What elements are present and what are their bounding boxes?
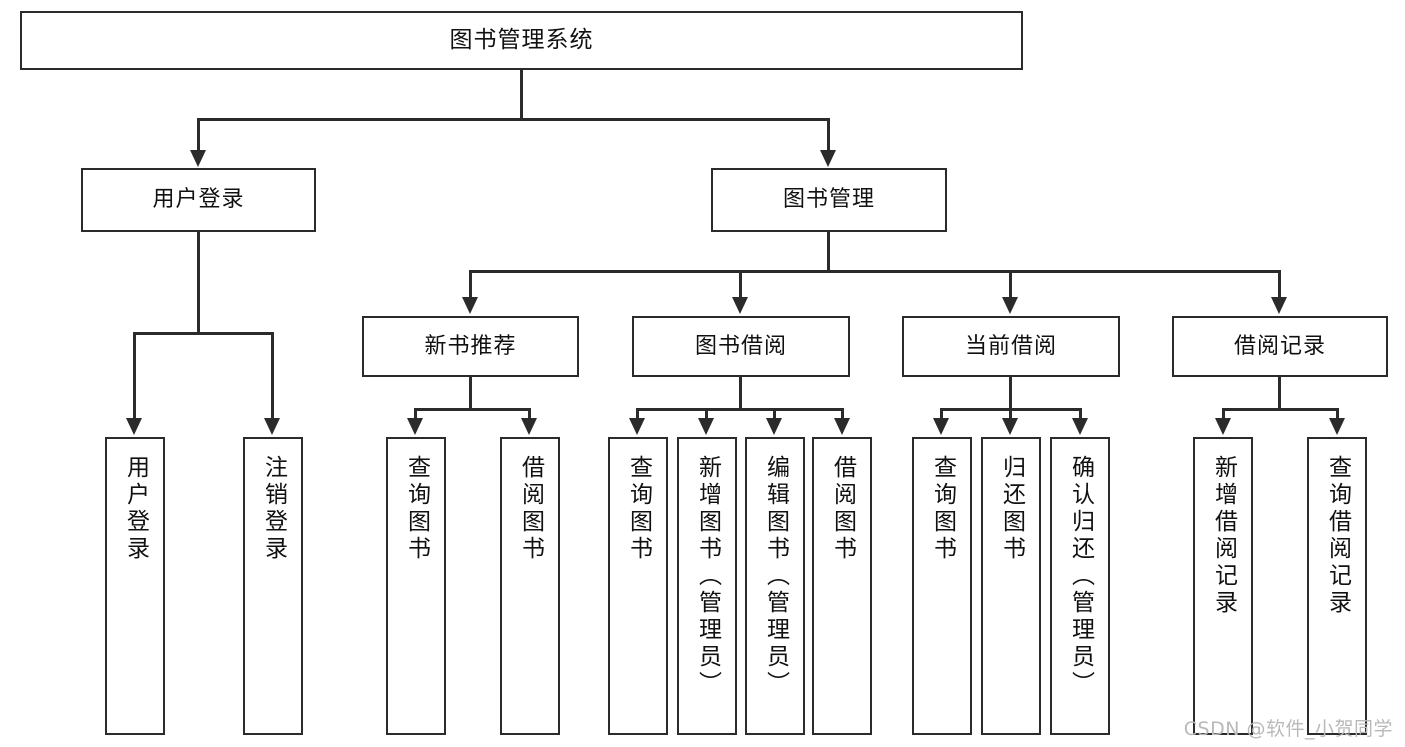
edge-drop-current-borrow [1009,270,1012,298]
arrowhead-leaf-query-book-1 [407,418,423,435]
leaf-query-book-current[interactable]: 查询图书 [912,437,972,735]
edge-drop-new-book-recommend [469,270,472,298]
node-new-book-recommend[interactable]: 新书推荐 [362,316,579,377]
leaf-label: 编辑图书（管理员） [762,455,789,698]
edge-book-borrow-stem [739,377,742,410]
edge-drop-leaf-logout [271,332,274,420]
arrowhead-leaf-query-borrow-record [1329,418,1345,435]
arrowhead-leaf-query-book-3 [933,418,949,435]
arrowhead-leaf-add-book [698,418,714,435]
leaf-label: 借阅图书 [829,455,856,563]
leaf-label: 确认归还（管理员） [1067,455,1094,698]
node-label: 图书借阅 [694,333,787,359]
leaf-query-book-borrow[interactable]: 查询图书 [608,437,668,735]
node-label: 借阅记录 [1233,333,1326,359]
edge-drop-book-borrow [739,270,742,298]
node-book-borrow[interactable]: 图书借阅 [632,316,850,377]
node-label: 新书推荐 [424,333,517,359]
arrowhead-leaf-edit-book [766,418,782,435]
leaf-label: 查询借阅记录 [1324,455,1351,617]
edge-drop-leaf-query-book-3 [940,408,943,420]
arrowhead-new-book-recommend [462,297,478,314]
arrowhead-leaf-confirm-return [1072,418,1088,435]
node-current-borrow[interactable]: 当前借阅 [902,316,1120,377]
leaf-add-book-admin[interactable]: 新增图书（管理员） [677,437,737,735]
edge-level3-bus [469,270,1281,273]
leaf-label: 注销登录 [260,455,287,563]
edge-drop-book-management [827,118,830,150]
node-borrow-records[interactable]: 借阅记录 [1172,316,1388,377]
leaf-edit-book-admin[interactable]: 编辑图书（管理员） [745,437,805,735]
edge-level2-bus [197,118,830,121]
arrowhead-leaf-user-login [126,418,142,435]
leaf-label: 归还图书 [998,455,1025,563]
leaf-confirm-return-admin[interactable]: 确认归还（管理员） [1050,437,1110,735]
edge-user-login-stem [197,232,200,334]
edge-drop-leaf-add-book [705,408,708,420]
node-book-management[interactable]: 图书管理 [711,168,947,232]
edge-borrow-records-bus [1222,408,1339,411]
node-label: 当前借阅 [964,333,1057,359]
edge-root-stem [520,70,523,119]
edge-drop-leaf-query-book-1 [414,408,417,420]
leaf-borrow-book-recommend[interactable]: 借阅图书 [500,437,560,735]
edge-drop-leaf-borrow-book-1 [528,408,531,420]
arrowhead-user-login [190,150,206,167]
arrowhead-leaf-borrow-book-1 [521,418,537,435]
edge-user-login-bus [133,332,273,335]
edge-new-book-recommend-bus [414,408,531,411]
edge-drop-leaf-query-book-2 [636,408,639,420]
node-label: 用户登录 [152,187,245,213]
leaf-borrow-book[interactable]: 借阅图书 [812,437,872,735]
arrowhead-current-borrow [1002,297,1018,314]
arrowhead-leaf-add-borrow-record [1215,418,1231,435]
leaf-query-book-recommend[interactable]: 查询图书 [386,437,446,735]
leaf-return-book[interactable]: 归还图书 [981,437,1041,735]
arrowhead-borrow-records [1271,297,1287,314]
leaf-label: 借阅图书 [517,455,544,563]
edge-drop-leaf-edit-book [773,408,776,420]
edge-book-management-stem [827,232,830,272]
edge-drop-borrow-records [1278,270,1281,298]
leaf-label: 查询图书 [403,455,430,563]
node-label: 图书管理系统 [449,27,594,54]
edge-drop-user-login [197,118,200,150]
leaf-label: 查询图书 [625,455,652,563]
node-label: 图书管理 [782,187,875,213]
leaf-logout[interactable]: 注销登录 [243,437,303,735]
arrowhead-leaf-query-book-2 [629,418,645,435]
leaf-add-borrow-record[interactable]: 新增借阅记录 [1193,437,1253,735]
arrowhead-leaf-borrow-book-2 [834,418,850,435]
edge-drop-leaf-query-borrow-record [1336,408,1339,420]
leaf-label: 查询图书 [929,455,956,563]
leaf-label: 新增图书（管理员） [694,455,721,698]
edge-drop-leaf-confirm-return [1079,408,1082,420]
arrowhead-book-borrow [732,297,748,314]
arrowhead-leaf-logout [264,418,280,435]
edge-current-borrow-stem [1009,377,1012,410]
node-root-book-management-system[interactable]: 图书管理系统 [20,11,1023,70]
edge-drop-leaf-borrow-book-2 [841,408,844,420]
edge-drop-leaf-user-login [133,332,136,420]
edge-book-borrow-bus [636,408,844,411]
edge-drop-leaf-add-borrow-record [1222,408,1225,420]
arrowhead-book-management [820,150,836,167]
edge-new-book-recommend-stem [469,377,472,410]
leaf-query-borrow-record[interactable]: 查询借阅记录 [1307,437,1367,735]
leaf-label: 新增借阅记录 [1210,455,1237,617]
arrowhead-leaf-return-book [1002,418,1018,435]
leaf-label: 用户登录 [122,455,149,563]
edge-borrow-records-stem [1278,377,1281,410]
node-user-login[interactable]: 用户登录 [81,168,316,232]
leaf-user-login[interactable]: 用户登录 [105,437,165,735]
edge-drop-leaf-return-book [1009,408,1012,420]
